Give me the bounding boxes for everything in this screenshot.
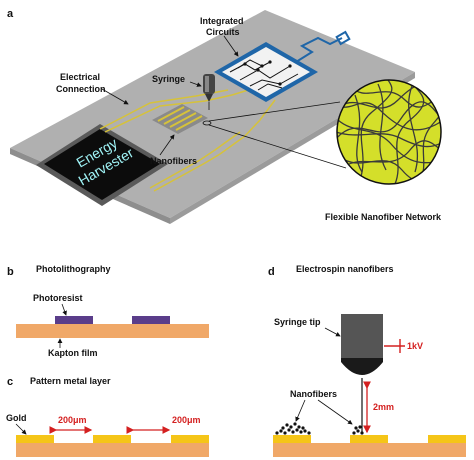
- gap-label-2: 200μm: [172, 415, 201, 425]
- photolithography-title: Photolithography: [36, 264, 111, 274]
- syringe-tip-label: Syringe tip: [274, 317, 321, 327]
- photoresist-label: Photoresist: [33, 293, 83, 303]
- nanofiber-network-magnifier: [336, 79, 442, 185]
- gold-pad-2: [93, 435, 131, 443]
- nanofibers-pointer-2: [317, 399, 353, 425]
- kapton-label: Kapton film: [48, 348, 98, 358]
- photoresist-pointer: [61, 303, 67, 316]
- gold-pad-d3: [428, 435, 466, 443]
- nanofibers-label-a: Nanofibers: [150, 156, 197, 166]
- syringe-label: Syringe: [152, 74, 185, 84]
- energy-harvester-block: Energy Harvester: [36, 124, 168, 206]
- panel-c-label: c: [7, 376, 13, 388]
- callout-lines: [101, 35, 347, 169]
- gold-pad-1: [16, 435, 54, 443]
- integrated-label-2: Circuits: [206, 27, 240, 37]
- electrical-label-2: Connection: [56, 84, 106, 94]
- electrospin-title: Electrospin nanofibers: [296, 264, 394, 274]
- deposited-nanofibers: [275, 422, 364, 435]
- photoresist-block-1: [55, 316, 93, 324]
- electrical-label-1: Electrical: [60, 72, 100, 82]
- kapton-film-c: [16, 443, 209, 457]
- gold-pad-3: [171, 435, 209, 443]
- pattern-metal-title: Pattern metal layer: [30, 376, 111, 386]
- network-label: Flexible Nanofiber Network: [325, 212, 442, 222]
- panel-d-label: d: [268, 266, 275, 278]
- nanofiber-electrodes: [152, 104, 212, 134]
- syringe-icon: [203, 74, 215, 110]
- kapton-film-b: [16, 324, 209, 338]
- kapton-film-d: [273, 443, 466, 457]
- gold-label: Gold: [6, 413, 27, 423]
- photoresist-block-2: [132, 316, 170, 324]
- nanofibers-pointer-1: [295, 399, 306, 422]
- panel-a-label: a: [7, 8, 14, 20]
- gap-label-1: 200μm: [58, 415, 87, 425]
- syringe-tip-icon: [341, 314, 383, 432]
- gold-pointer: [15, 423, 27, 435]
- syringe-tip-pointer: [324, 327, 341, 337]
- panel-b-label: b: [7, 266, 14, 278]
- electrical-connection-traces: [99, 79, 281, 192]
- distance-label: 2mm: [373, 402, 394, 412]
- gold-pad-d1: [273, 435, 311, 443]
- voltage-label: 1kV: [407, 341, 423, 351]
- integrated-circuit-chip: [214, 30, 351, 102]
- gold-pad-d2: [350, 435, 388, 443]
- nanofibers-label-d: Nanofibers: [290, 389, 337, 399]
- integrated-label-1: Integrated: [200, 16, 244, 26]
